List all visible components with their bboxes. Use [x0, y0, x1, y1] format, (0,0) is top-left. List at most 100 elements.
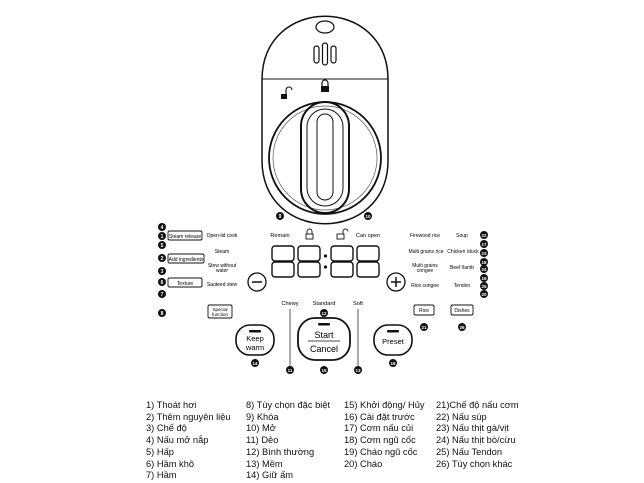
- marker-13: 13: [354, 366, 362, 374]
- legend-item: 12) Bình thường: [246, 446, 315, 457]
- unlock-icon: [281, 86, 293, 99]
- marker-19: 19: [480, 274, 488, 282]
- vent-slots-icon: [313, 42, 337, 66]
- svg-text:21: 21: [421, 325, 427, 330]
- legend-item: 3) Chế độ: [146, 423, 187, 434]
- svg-text:9: 9: [279, 214, 282, 220]
- legend-col-3: 15) Khởi động/ Hủy 16) Cài đặt trước 17)…: [344, 400, 425, 470]
- control-panel-diagram: Remain Can open Chewy Standard Soft Keep…: [158, 15, 488, 374]
- marker-20: 20: [480, 290, 488, 298]
- stew-without-label-2: water: [216, 268, 229, 274]
- beef-lamb-label: Beef /lamb: [450, 265, 474, 271]
- minus-button[interactable]: [247, 272, 267, 292]
- legend-item: 14) Giữ ấm: [246, 470, 294, 481]
- texture-soft: Soft: [353, 301, 363, 307]
- texture-label: Texture: [177, 281, 194, 287]
- chicken-duck-label: Chicken /duck: [447, 249, 479, 255]
- dial-handle-groove: [316, 113, 334, 201]
- plus-icon: [391, 277, 401, 287]
- marker-7: 7: [158, 290, 166, 298]
- multi-grains-congee-label-1: Multi grains: [412, 263, 438, 269]
- tendon-label: Tendon: [454, 283, 471, 289]
- svg-text:17: 17: [481, 242, 487, 247]
- svg-text:25: 25: [481, 284, 487, 289]
- sauteed-stew-label: Sauteed stew: [207, 282, 238, 288]
- keep-warm-button[interactable]: [235, 324, 275, 356]
- legend-item: 10) Mở: [246, 423, 276, 434]
- legend-item: 21)Chế độ nấu cơm: [436, 400, 519, 410]
- legend-item: 26) Tùy chọn khác: [436, 458, 513, 469]
- lock-icon: [321, 79, 329, 92]
- marker-18: 18: [480, 258, 488, 266]
- preset-indicator: [387, 330, 399, 333]
- legend-item: 1) Thoát hơi: [146, 400, 197, 410]
- lid-outline: [261, 15, 389, 225]
- svg-text:13: 13: [355, 368, 361, 373]
- keep-warm-indicator: [249, 330, 261, 333]
- marker-9: 9: [276, 212, 284, 220]
- svg-text:6: 6: [161, 280, 164, 286]
- steam-label: Steam: [215, 249, 229, 255]
- legend-item: 9) Khóa: [246, 411, 279, 422]
- svg-text:5: 5: [161, 243, 164, 249]
- preset-label: Preset: [382, 337, 405, 346]
- svg-text:22: 22: [481, 233, 487, 238]
- firewood-rice-label: Firewood rice: [410, 233, 440, 239]
- legend-item: 17) Cơm nấu củi: [344, 423, 414, 434]
- marker-23: 23: [480, 249, 488, 257]
- plus-button[interactable]: [386, 272, 406, 292]
- marker-1: 1: [158, 232, 166, 240]
- rice-box: [413, 304, 435, 316]
- add-ingredients-box: [167, 253, 205, 264]
- stew-without-label-1: Stew without: [208, 263, 237, 269]
- steam-release-label: Steam release: [169, 234, 201, 240]
- texture-standard: Standard: [313, 301, 336, 307]
- colon-bottom: [323, 265, 328, 269]
- soup-label: Soup: [456, 233, 468, 239]
- legend-item: 16) Cài đặt trước: [344, 411, 415, 422]
- special-function-label-1: Special: [212, 307, 227, 312]
- marker-17: 17: [480, 240, 488, 248]
- keep-warm-label-2: warm: [245, 343, 264, 352]
- special-function-label-2: function: [212, 312, 229, 317]
- legend-item: 15) Khởi động/ Hủy: [344, 400, 425, 410]
- legend-item: 24) Nấu thịt bò/cừu: [436, 435, 516, 446]
- marker-10: 10: [364, 212, 372, 220]
- svg-text:12: 12: [321, 311, 327, 316]
- preset-button[interactable]: [373, 324, 413, 356]
- status-unlock-icon: [336, 228, 349, 240]
- steam-vent: [315, 20, 335, 34]
- start-label: Start: [314, 330, 334, 340]
- svg-text:1: 1: [161, 234, 164, 240]
- svg-text:16: 16: [390, 361, 396, 366]
- svg-text:2: 2: [161, 256, 164, 262]
- dial-handle[interactable]: [300, 101, 350, 214]
- marker-3: 3: [158, 267, 166, 275]
- marker-6: 6: [158, 278, 166, 286]
- marker-5: 5: [158, 241, 166, 249]
- svg-text:19: 19: [481, 276, 487, 281]
- lid-dial[interactable]: [268, 101, 382, 215]
- marker-22: 22: [480, 231, 488, 239]
- marker-26: 26: [458, 323, 466, 331]
- start-indicator: [318, 323, 330, 326]
- special-function-box: [207, 304, 233, 319]
- legend-item: 13) Mềm: [246, 458, 283, 469]
- svg-text:26: 26: [459, 325, 465, 330]
- rice-box-label: Rice: [419, 308, 429, 314]
- cancel-label: Cancel: [310, 344, 338, 354]
- svg-text:14: 14: [252, 361, 258, 366]
- rice-congee-label: Rice congee: [411, 283, 439, 289]
- svg-text:3: 3: [161, 269, 164, 275]
- marker-4: 4: [158, 223, 166, 231]
- marker-16: 16: [389, 359, 397, 367]
- marker-25: 25: [480, 282, 488, 290]
- legend-item: 18) Cơm ngũ cốc: [344, 435, 416, 446]
- svg-text:11: 11: [288, 368, 293, 373]
- legend-item: 2) Thêm nguyên liệu: [146, 411, 231, 422]
- legend-item: 20) Cháo: [344, 458, 383, 469]
- svg-text:15: 15: [321, 368, 327, 373]
- marker-2: 2: [158, 254, 166, 262]
- legend-item: 19) Cháo ngũ cốc: [344, 446, 418, 457]
- start-cancel-button[interactable]: [297, 317, 351, 361]
